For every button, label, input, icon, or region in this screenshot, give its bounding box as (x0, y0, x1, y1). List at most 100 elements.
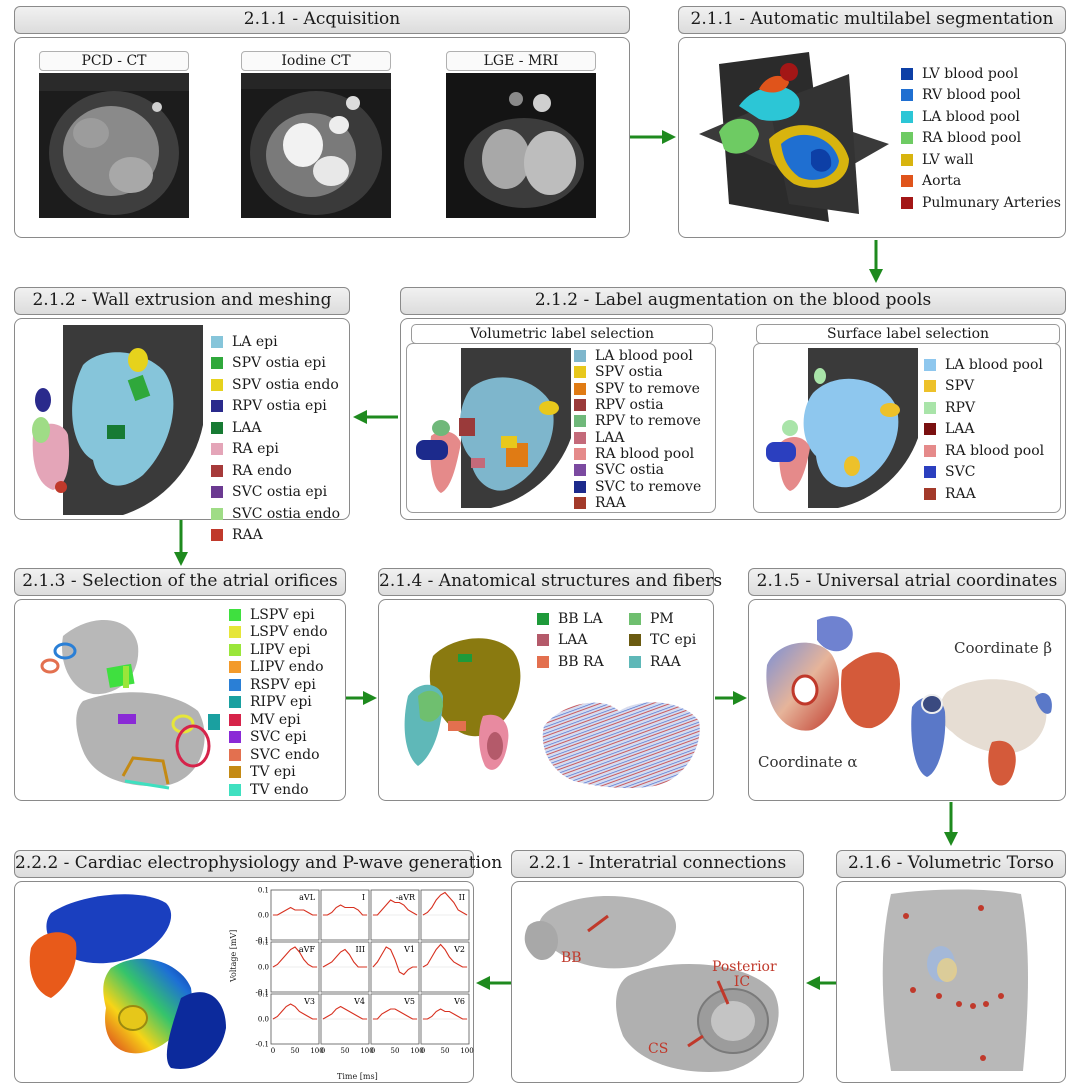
legend-label: RPV ostia (595, 397, 664, 414)
legend-item: LA blood pool (924, 354, 1044, 376)
legend-item: BB RA (537, 651, 604, 673)
legend-item: RSPV epi (229, 676, 328, 694)
legend-label: SPV (945, 378, 975, 395)
legend-label: LAA (595, 429, 625, 446)
segmentation-legend: LV blood pool RV blood pool LA blood poo… (901, 63, 1061, 214)
legend-item: SVC epi (229, 729, 328, 747)
wall-extrusion-legend: LA epi SPV ostia epi SPV ostia endo RPV … (211, 331, 340, 546)
volumetric-selection-title: Volumetric label selection (411, 324, 713, 344)
ecg-xtick: 50 (441, 1047, 450, 1055)
legend-swatch (229, 661, 241, 674)
legend-swatch (537, 655, 549, 668)
ecg-xlabel: Time [ms] (337, 1072, 378, 1081)
legend-label: RA blood pool (945, 442, 1045, 459)
legend-item: RA endo (211, 460, 340, 482)
anatomical-legend-col2: PM TC epi RAA (629, 608, 696, 673)
legend-label: LV wall (922, 151, 974, 168)
legend-label: TC epi (650, 632, 697, 649)
ecg-ytick: 0.1 (258, 887, 269, 895)
anatomical-structures-image (404, 638, 521, 770)
legend-label: MV epi (250, 711, 301, 728)
ecg-xtick: 100 (310, 1047, 323, 1055)
ecg-trace-v2 (422, 943, 467, 968)
legend-swatch (574, 496, 586, 509)
legend-label: RA blood pool (922, 130, 1022, 147)
legend-swatch (901, 67, 913, 80)
legend-label: LAA (945, 421, 975, 438)
segmentation-slices-image (699, 52, 889, 222)
legend-swatch (924, 380, 936, 393)
ecg-xtick: 100 (410, 1047, 423, 1055)
ecg-lead-label: V5 (403, 997, 415, 1006)
activation-map-image (29, 894, 226, 1069)
coordinate-alpha-label: Coordinate α (758, 753, 858, 771)
legend-item: SVC endo (229, 746, 328, 764)
ecg-xtick: 50 (291, 1047, 300, 1055)
acquisition-title: 2.1.1 - Acquisition (14, 6, 630, 34)
wall-extrusion-title: 2.1.2 - Wall extrusion and meshing (14, 287, 350, 315)
legend-swatch (229, 678, 241, 691)
legend-swatch (901, 89, 913, 102)
legend-label: RAA (232, 527, 263, 544)
interatrial-connections-image (524, 896, 779, 1072)
torso-image (882, 889, 1028, 1071)
ecg-lead-label: V6 (453, 997, 465, 1006)
legend-swatch (229, 643, 241, 656)
coordinate-beta-label: Coordinate β (954, 639, 1053, 657)
legend-swatch (924, 423, 936, 436)
ecg-xtick: 50 (391, 1047, 400, 1055)
ecg-ytick: 0.0 (258, 1016, 269, 1024)
ecg-ytick: 0.1 (258, 939, 269, 947)
legend-item: LV blood pool (901, 63, 1061, 85)
ecg-xtick: 0 (421, 1047, 425, 1055)
legend-label: RAA (945, 485, 976, 502)
legend-label: BB RA (558, 653, 604, 670)
legend-label: SPV ostia epi (232, 355, 326, 372)
ecg-ylabel: Voltage [mV] (229, 929, 238, 982)
surface-selection-panel: LA blood pool SPV RPV LAA RA blood pool … (753, 343, 1061, 513)
legend-swatch (901, 132, 913, 145)
ecg-trace-v1 (372, 946, 417, 976)
torso-panel (836, 881, 1066, 1083)
legend-item: LAA (537, 630, 604, 652)
ecg-xtick: 0 (271, 1047, 275, 1055)
legend-item: LIPV epi (229, 641, 328, 659)
electrophysiology-title: 2.2.2 - Cardiac electrophysiology and P-… (14, 850, 502, 878)
legend-label: LIPV epi (250, 641, 311, 658)
ecg-ytick: -0.1 (256, 1041, 270, 1049)
legend-item: SVC ostia endo (211, 503, 340, 525)
legend-item: LA epi (211, 331, 340, 353)
segmentation-title: 2.1.1 - Automatic multilabel segmentatio… (678, 6, 1066, 34)
legend-item: SVC ostia (574, 462, 701, 478)
cs-label: CS (648, 1041, 669, 1057)
legend-item: LAA (924, 419, 1044, 441)
iodine-ct-label: Iodine CT (241, 51, 391, 71)
acquisition-panel: PCD - CT Iodine CT LGE - MRI (14, 37, 630, 238)
legend-item: RA blood pool (574, 446, 701, 462)
legend-label: PM (650, 610, 674, 627)
legend-swatch (211, 357, 223, 370)
ecg-xtick: 100 (460, 1047, 473, 1055)
legend-label: LA blood pool (922, 108, 1020, 125)
legend-item: Aorta (901, 171, 1061, 193)
legend-label: LV blood pool (922, 65, 1019, 82)
legend-item: RAA (574, 495, 701, 511)
legend-swatch (629, 634, 641, 647)
iodine-ct-image (241, 73, 391, 218)
volumetric-selection-legend: LA blood pool SPV ostia SPV to remove RP… (574, 348, 701, 511)
ecg-ytick: -0.1 (256, 989, 270, 997)
legend-item: RV blood pool (901, 85, 1061, 107)
atrial-orifices-title: 2.1.3 - Selection of the atrial orifices (14, 568, 346, 596)
legend-swatch (574, 464, 586, 477)
legend-item: LSPV endo (229, 624, 328, 642)
ecg-trace-ii (422, 891, 468, 916)
legend-label: SVC to remove (595, 478, 702, 495)
legend-item: TV epi (229, 764, 328, 782)
legend-label: RA endo (232, 462, 292, 479)
legend-swatch (229, 626, 241, 639)
legend-label: RIPV epi (250, 694, 312, 711)
legend-swatch (574, 415, 586, 428)
legend-swatch (924, 401, 936, 414)
legend-item: LA blood pool (901, 106, 1061, 128)
